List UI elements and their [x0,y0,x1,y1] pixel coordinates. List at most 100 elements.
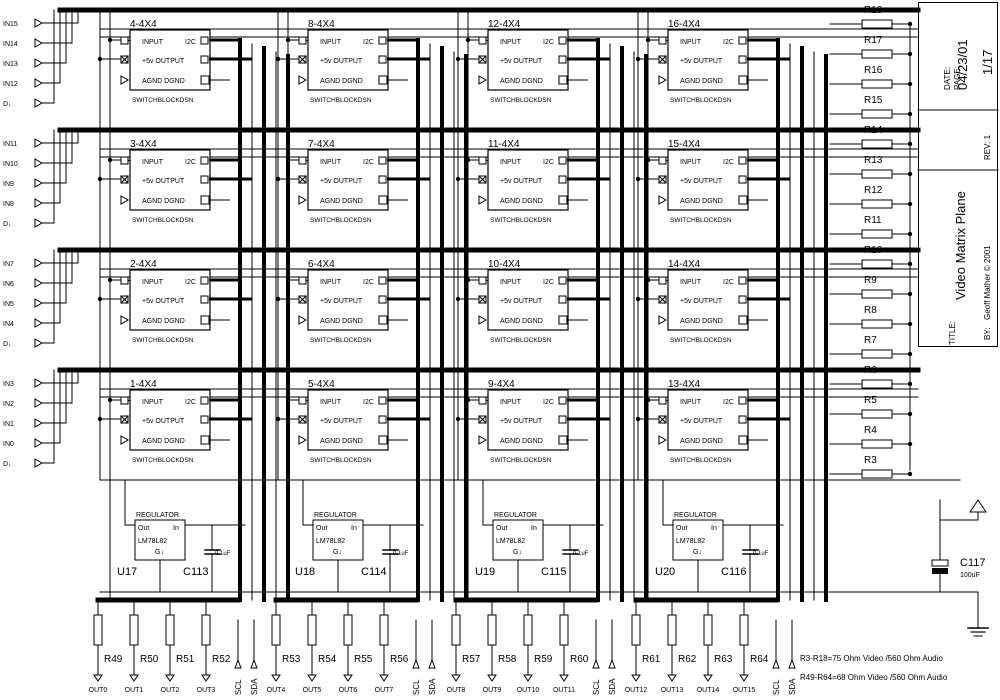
wire [298,295,307,304]
pin-agnd [658,315,668,325]
output-port [165,674,175,682]
output-label: OUT11 [553,687,575,694]
pin-label: +5v OUTPUT [680,178,723,185]
junction-dot [107,157,113,163]
switch-block [129,269,211,331]
pin-dgnd [558,195,568,205]
block-name: 16-4X4 [668,19,701,30]
output-resistor-label: R58 [498,654,517,665]
output-label: OUT9 [483,687,502,694]
sda-port [788,658,796,669]
pin-label: +5v OUTPUT [680,298,723,305]
sda-port [428,658,436,669]
wire [120,175,129,184]
output-resistor-label: R60 [570,654,589,665]
input-label: IN1 [3,421,14,428]
pin-label: I2C [543,399,554,406]
pin-output [738,295,747,304]
output-resistor [271,614,281,646]
block-name: 1-4X4 [130,379,157,390]
pin-label: AGND DGND [680,318,723,325]
junction-dot [107,397,113,403]
reg-out: Out [138,525,149,532]
input-label: IN7 [3,261,14,268]
pin-input [658,156,667,165]
title-value: Video Matrix Plane [953,191,968,300]
pin-output [200,175,209,184]
cap-value: 0.1uF [753,551,769,557]
pin-label: AGND DGND [500,198,543,205]
cap-value: 0.1uF [215,551,231,557]
block-name: 2-4X4 [130,259,157,270]
resistor-label: R4 [864,425,877,436]
pin-label: INPUT [680,39,702,46]
input-port [34,218,44,228]
pin-label: INPUT [142,399,164,406]
cap-ref: C116 [721,566,746,578]
pin-label: I2C [543,279,554,286]
input-port [34,178,44,188]
pin-output [558,55,567,64]
input-port [34,18,44,28]
output-resistor [307,614,317,646]
wire [658,415,667,424]
pin-i2c [558,36,567,45]
output-resistor [559,614,569,646]
pin-input [120,36,129,45]
input-port [34,198,44,208]
resistor [861,409,893,419]
output-port [451,674,461,682]
pin-input [478,36,487,45]
resistor-label: R18 [864,5,883,16]
output-resistor [165,614,175,646]
reg-ref: U20 [655,566,675,578]
wire [658,175,667,184]
output-resistor [379,614,389,646]
switch-block [667,29,749,91]
resistor [861,229,893,239]
pin-i2c [378,156,387,165]
output-port [129,674,139,682]
pin-agnd [478,315,488,325]
input-port [34,338,44,348]
output-resistor [487,614,497,646]
block-footer: SWITCHBLOCKDSN [490,97,552,104]
output-port [379,674,389,682]
pin-label: I2C [185,159,196,166]
input-label: D↓ [3,221,12,228]
pin-label: AGND DGND [680,198,723,205]
resistor [861,319,893,329]
junction-dot [285,157,291,163]
block-footer: SWITCHBLOCKDSN [490,217,552,224]
pin-input [478,156,487,165]
pin-label: I2C [723,39,734,46]
pin-output [200,295,209,304]
resistor-label: R10 [864,245,883,256]
pin-input [478,396,487,405]
junction-dot [645,277,651,283]
junction-dot [107,37,113,43]
pin-agnd [658,195,668,205]
pin-label: INPUT [142,39,164,46]
output-resistor [129,614,139,646]
pin-label: +5v OUTPUT [500,58,543,65]
junction-dot [635,296,641,302]
pin-dgnd [738,315,748,325]
output-port [271,674,281,682]
pin-i2c [200,396,209,405]
output-resistor-label: R56 [390,654,409,665]
regulator-box [492,519,544,561]
output-port [703,674,713,682]
resistor [861,19,893,29]
switch-block [307,269,389,331]
output-label: OUT12 [625,687,648,694]
output-label: OUT1 [125,687,144,694]
resistor-label: R3 [864,455,877,466]
pin-dgnd [200,195,210,205]
pin-agnd [478,75,488,85]
pin-output [558,175,567,184]
pin-label: I2C [723,279,734,286]
junction-dot [275,296,281,302]
pin-label: I2C [185,39,196,46]
junction-dot [635,56,641,62]
